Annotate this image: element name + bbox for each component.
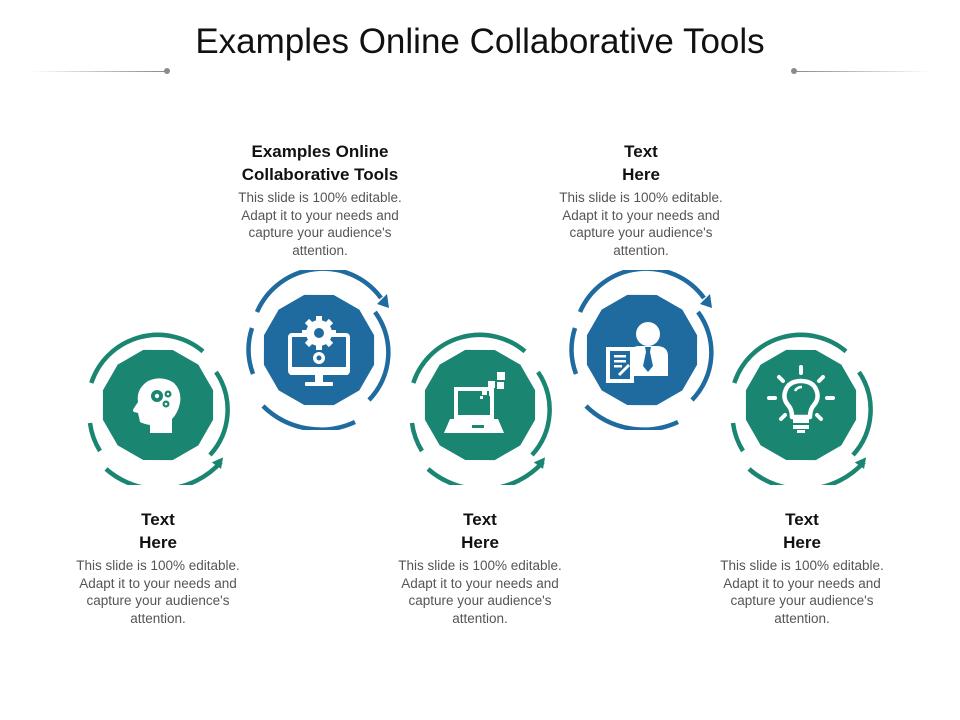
brain-gears-icon <box>133 378 181 433</box>
cycle-arrowhead <box>854 457 867 469</box>
item-3-body: This slide is 100% editable. Adapt it to… <box>398 558 562 626</box>
title-divider-right <box>795 71 931 72</box>
cycle-arrowhead <box>211 457 224 469</box>
item-5-node <box>721 325 881 485</box>
item-2-body: This slide is 100% editable. Adapt it to… <box>238 190 402 258</box>
item-4-body: This slide is 100% editable. Adapt it to… <box>559 190 723 258</box>
title-divider-left <box>30 71 166 72</box>
cycle-arrowhead <box>700 294 712 308</box>
cycle-arc-top <box>89 332 205 384</box>
item-1-node <box>78 325 238 485</box>
title-divider-dot-left <box>164 68 170 74</box>
cycle-arc-right <box>208 370 230 457</box>
cycle-arrowhead <box>533 457 546 469</box>
cycle-arc-left-lower <box>87 422 102 453</box>
title-divider-dot-right <box>791 68 797 74</box>
businessman-document-icon <box>606 322 668 383</box>
item-1-body: This slide is 100% editable. Adapt it to… <box>76 558 240 626</box>
item-4-node <box>562 270 722 430</box>
laptop-data-icon <box>444 372 505 433</box>
dodecagon-badge <box>745 349 857 461</box>
cycle-arrowhead <box>377 294 389 308</box>
item-5-body: This slide is 100% editable. Adapt it to… <box>720 558 884 626</box>
cycle-arc-bottom <box>104 460 223 485</box>
slide-title: Examples Online Collaborative Tools <box>195 22 765 61</box>
lightbulb-icon <box>767 365 835 433</box>
item-2-node <box>239 270 399 430</box>
item-3-node <box>400 325 560 485</box>
